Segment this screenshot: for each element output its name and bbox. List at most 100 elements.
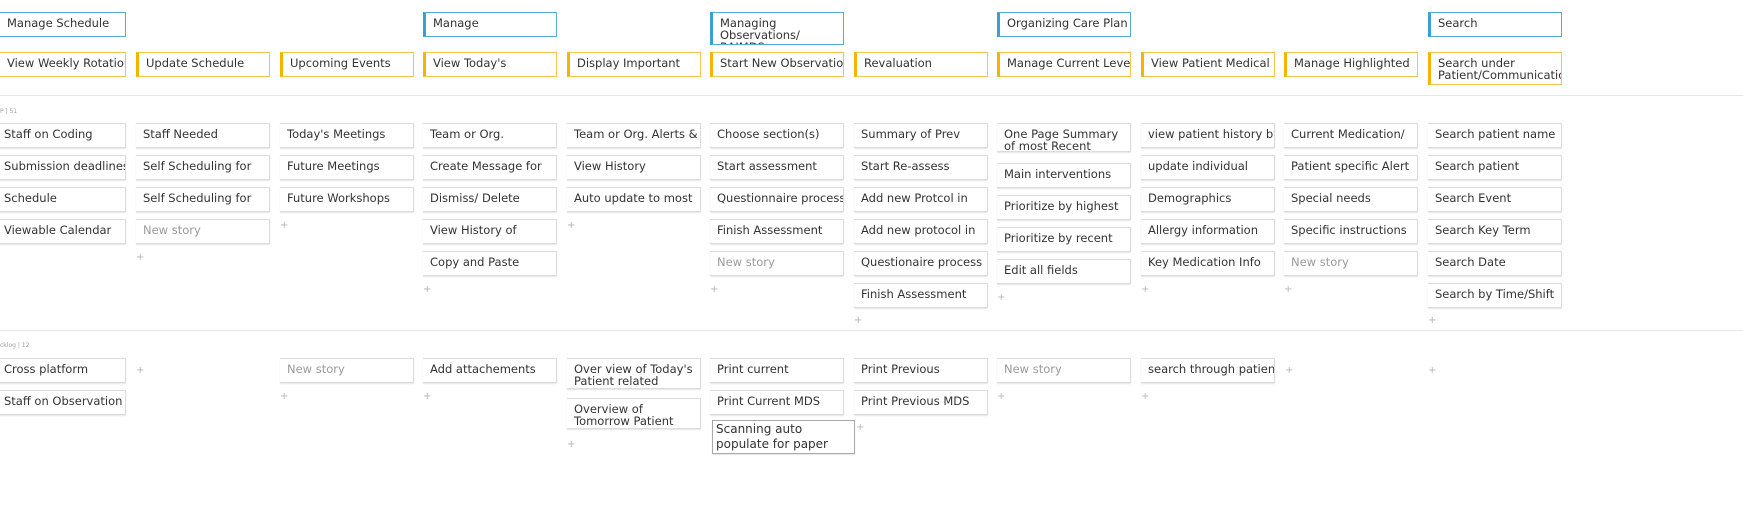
- epic-card[interactable]: Manage: [423, 12, 557, 37]
- story-card[interactable]: Specific instructions: [1284, 219, 1418, 244]
- story-card[interactable]: Prioritize by recent: [997, 227, 1131, 252]
- add-story-icon[interactable]: +: [710, 284, 719, 295]
- add-story-icon[interactable]: +: [280, 391, 289, 402]
- story-card[interactable]: View History of: [423, 219, 557, 244]
- story-card[interactable]: One Page Summary of most Recent changes: [997, 123, 1131, 152]
- story-card[interactable]: Current Medication/: [1284, 123, 1418, 148]
- add-story-icon[interactable]: +: [567, 220, 576, 231]
- story-card[interactable]: Print current: [710, 358, 844, 383]
- story-card[interactable]: Cross platform: [0, 358, 126, 383]
- add-story-icon[interactable]: +: [567, 439, 576, 450]
- new-story-card[interactable]: New story: [997, 358, 1131, 383]
- new-story-card[interactable]: New story: [280, 358, 414, 383]
- story-card[interactable]: Over view of Today's Patient related: [567, 358, 701, 389]
- story-card[interactable]: Summary of Prev: [854, 123, 988, 148]
- feature-card[interactable]: Upcoming Events: [280, 52, 414, 77]
- feature-card[interactable]: View Today's: [423, 52, 557, 77]
- story-card[interactable]: Start Re-assess: [854, 155, 988, 180]
- add-story-icon[interactable]: +: [997, 292, 1006, 303]
- story-card[interactable]: Self Scheduling for: [136, 187, 270, 212]
- story-card[interactable]: View History: [567, 155, 701, 180]
- story-card[interactable]: Patient specific Alert: [1284, 155, 1418, 180]
- add-story-icon[interactable]: +: [856, 422, 865, 433]
- story-card[interactable]: Special needs: [1284, 187, 1418, 212]
- add-story-icon[interactable]: +: [1285, 365, 1294, 376]
- story-card[interactable]: Future Workshops: [280, 187, 414, 212]
- story-card[interactable]: update individual: [1141, 155, 1275, 180]
- add-story-icon[interactable]: +: [1141, 391, 1150, 402]
- story-card[interactable]: Finish Assessment: [854, 283, 988, 308]
- story-card[interactable]: Search patient: [1428, 155, 1562, 180]
- story-card[interactable]: Print Current MDS: [710, 390, 844, 415]
- story-card[interactable]: Search patient name: [1428, 123, 1562, 148]
- story-card[interactable]: Dismiss/ Delete: [423, 187, 557, 212]
- add-story-icon[interactable]: +: [1284, 284, 1293, 295]
- add-story-icon[interactable]: +: [1141, 284, 1150, 295]
- feature-card[interactable]: View Weekly Rotation: [0, 52, 126, 77]
- story-card[interactable]: Add attachements: [423, 358, 557, 383]
- story-card[interactable]: Staff on Coding: [0, 123, 126, 148]
- new-story-card[interactable]: New story: [710, 251, 844, 276]
- story-card[interactable]: view patient history by: [1141, 123, 1275, 148]
- story-card[interactable]: Schedule: [0, 187, 126, 212]
- story-card[interactable]: Copy and Paste: [423, 251, 557, 276]
- story-card[interactable]: Print Previous MDS: [854, 390, 988, 415]
- epic-card[interactable]: Search: [1428, 12, 1562, 37]
- epic-card[interactable]: Manage Schedule: [0, 12, 126, 37]
- story-card[interactable]: Team or Org.: [423, 123, 557, 148]
- release-divider: [0, 95, 1743, 96]
- story-card[interactable]: Questionnaire process: [710, 187, 844, 212]
- story-card[interactable]: Future Meetings: [280, 155, 414, 180]
- add-story-icon[interactable]: +: [423, 284, 432, 295]
- add-story-icon[interactable]: +: [423, 391, 432, 402]
- story-card[interactable]: Today's Meetings: [280, 123, 414, 148]
- story-card[interactable]: Add new Protcol in: [854, 187, 988, 212]
- story-card[interactable]: Self Scheduling for: [136, 155, 270, 180]
- story-card[interactable]: Auto update to most: [567, 187, 701, 212]
- story-card[interactable]: Allergy information: [1141, 219, 1275, 244]
- epic-card[interactable]: Organizing Care Plan: [997, 12, 1131, 37]
- feature-card[interactable]: Revaluation: [854, 52, 988, 77]
- story-card[interactable]: Search Date: [1428, 251, 1562, 276]
- story-card[interactable]: Edit all fields: [997, 259, 1131, 284]
- story-card[interactable]: Submission deadlines: [0, 155, 126, 180]
- feature-card[interactable]: View Patient Medical: [1141, 52, 1275, 77]
- story-card[interactable]: Prioritize by highest: [997, 195, 1131, 220]
- story-card[interactable]: Search Event: [1428, 187, 1562, 212]
- new-story-card[interactable]: New story: [1284, 251, 1418, 276]
- story-card[interactable]: search through patient: [1141, 358, 1275, 383]
- story-card[interactable]: Print Previous: [854, 358, 988, 383]
- story-card[interactable]: Search Key Term: [1428, 219, 1562, 244]
- add-story-icon[interactable]: +: [854, 315, 863, 326]
- feature-card[interactable]: Display Important: [567, 52, 701, 77]
- feature-card[interactable]: Manage Highlighted: [1284, 52, 1418, 77]
- story-card[interactable]: Demographics: [1141, 187, 1275, 212]
- story-card-editing[interactable]: Scanning auto populate for paper process: [712, 420, 855, 454]
- story-card[interactable]: Finish Assessment: [710, 219, 844, 244]
- add-story-icon[interactable]: +: [280, 220, 289, 231]
- feature-card[interactable]: Update Schedule: [136, 52, 270, 77]
- story-card[interactable]: Overview of Tomorrow Patient Relevant: [567, 398, 701, 429]
- new-story-card[interactable]: New story: [136, 219, 270, 244]
- story-card[interactable]: Team or Org. Alerts &: [567, 123, 701, 148]
- add-story-icon[interactable]: +: [1428, 315, 1437, 326]
- story-card[interactable]: Questionaire process: [854, 251, 988, 276]
- add-story-icon[interactable]: +: [1428, 365, 1437, 376]
- story-card[interactable]: Create Message for: [423, 155, 557, 180]
- feature-card[interactable]: Manage Current Level: [997, 52, 1131, 77]
- story-card[interactable]: Start assessment: [710, 155, 844, 180]
- story-card[interactable]: Search by Time/Shift: [1428, 283, 1562, 308]
- story-card[interactable]: Staff on Observation: [0, 390, 126, 415]
- story-card[interactable]: Key Medication Info: [1141, 251, 1275, 276]
- add-story-icon[interactable]: +: [136, 365, 145, 376]
- add-story-icon[interactable]: +: [136, 252, 145, 263]
- story-card[interactable]: Choose section(s): [710, 123, 844, 148]
- feature-card[interactable]: Search under Patient/Communicatio: [1428, 52, 1562, 85]
- story-card[interactable]: Main interventions: [997, 163, 1131, 188]
- story-card[interactable]: Staff Needed: [136, 123, 270, 148]
- epic-card[interactable]: Managing Observations/ RAIMDS: [710, 12, 844, 45]
- add-story-icon[interactable]: +: [997, 391, 1006, 402]
- story-card[interactable]: Add new protocol in: [854, 219, 988, 244]
- feature-card[interactable]: Start New Observation: [710, 52, 844, 77]
- story-card[interactable]: Viewable Calendar: [0, 219, 126, 244]
